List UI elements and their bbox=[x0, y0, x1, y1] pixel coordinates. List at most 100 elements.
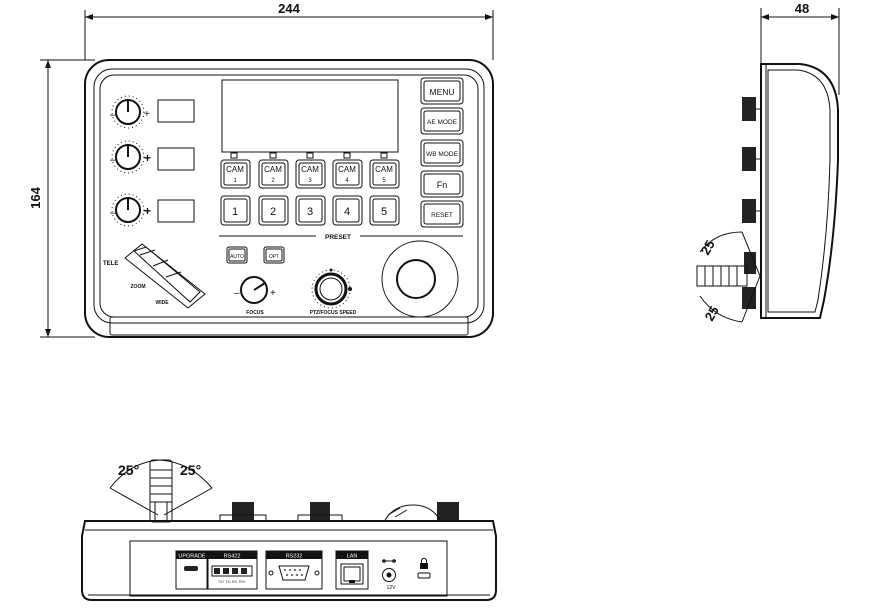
rs232-port: RS232 bbox=[265, 550, 323, 590]
lcd-screen bbox=[221, 79, 399, 153]
preset-button-5[interactable]: 5 bbox=[369, 195, 400, 226]
svg-text:2: 2 bbox=[270, 206, 276, 218]
cam-button-4[interactable]: CAM 4 bbox=[332, 152, 363, 189]
svg-text:CAM: CAM bbox=[338, 165, 356, 174]
svg-text:+: + bbox=[144, 204, 151, 218]
cam-button-3[interactable]: CAM 3 bbox=[295, 152, 326, 189]
svg-text:LAN: LAN bbox=[347, 554, 358, 560]
ptz-speed-knob[interactable]: PTZ/FOCUS SPEED bbox=[310, 268, 357, 317]
wb-mode-button[interactable]: WB MODE bbox=[420, 139, 464, 167]
svg-text:AUTO: AUTO bbox=[230, 254, 244, 260]
fn-button[interactable]: Fn bbox=[420, 170, 464, 198]
side-zoom-lever bbox=[696, 265, 748, 287]
auto-button[interactable]: AUTO bbox=[226, 246, 248, 264]
knob-3-label-box bbox=[157, 199, 195, 223]
svg-text:12V: 12V bbox=[387, 585, 397, 591]
opt-button[interactable]: OPT bbox=[263, 246, 285, 264]
svg-text:UPGRADE: UPGRADE bbox=[178, 554, 206, 560]
svg-text:WB MODE: WB MODE bbox=[426, 151, 458, 158]
svg-text:1: 1 bbox=[232, 206, 238, 218]
height-label: 164 bbox=[28, 186, 43, 208]
side-knob-1 bbox=[742, 97, 761, 121]
side-knob-5 bbox=[742, 287, 756, 309]
svg-text:CAM: CAM bbox=[264, 165, 282, 174]
svg-text:–: – bbox=[110, 109, 117, 121]
preset-button-1[interactable]: 1 bbox=[220, 195, 251, 226]
lock-icon bbox=[417, 557, 431, 579]
svg-text:TX+ TX- RX- RX+: TX+ TX- RX- RX+ bbox=[218, 580, 246, 584]
svg-text:5: 5 bbox=[381, 206, 387, 218]
menu-button[interactable]: MENU bbox=[420, 77, 464, 105]
rs422-port: RS422 TX+ TX- RX- RX+ bbox=[206, 550, 258, 590]
rear-view: 25° 25° bbox=[81, 459, 497, 601]
focus-knob[interactable]: – + FOCUS bbox=[234, 276, 276, 316]
svg-text:AE MODE: AE MODE bbox=[427, 119, 458, 126]
height-dimension: 164 bbox=[28, 59, 95, 338]
cam-button-2[interactable]: CAM 2 bbox=[258, 152, 289, 189]
preset-button-2[interactable]: 2 bbox=[258, 195, 289, 226]
svg-text:4: 4 bbox=[344, 206, 350, 218]
svg-text:2: 2 bbox=[271, 178, 275, 184]
rear-knob-2 bbox=[297, 502, 343, 522]
side-angle-indicators: 25 25 bbox=[698, 231, 761, 324]
svg-text:Fn: Fn bbox=[437, 180, 448, 190]
side-angle-top: 25 bbox=[698, 237, 718, 257]
rear-angle-left: 25° bbox=[118, 462, 139, 478]
svg-text:RESET: RESET bbox=[431, 212, 453, 219]
side-knob-2 bbox=[742, 147, 761, 171]
svg-text:–: – bbox=[110, 154, 117, 166]
knob-3[interactable]: – + bbox=[110, 193, 195, 227]
preset-button-3[interactable]: 3 bbox=[295, 195, 326, 226]
svg-text:+: + bbox=[144, 151, 151, 165]
ae-mode-button[interactable]: AE MODE bbox=[420, 107, 464, 135]
svg-text:ZOOM: ZOOM bbox=[131, 284, 146, 290]
upgrade-port: UPGRADE bbox=[175, 550, 209, 590]
svg-text:+: + bbox=[270, 288, 276, 299]
joystick[interactable] bbox=[381, 240, 459, 318]
svg-text:TELE: TELE bbox=[103, 261, 118, 267]
cam-button-1[interactable]: CAM 1 bbox=[220, 152, 251, 189]
rear-angle-right: 25° bbox=[180, 462, 201, 478]
width-dimension: 244 bbox=[84, 1, 494, 60]
svg-text:5: 5 bbox=[382, 178, 386, 184]
svg-text:1: 1 bbox=[233, 178, 237, 184]
svg-text:RS232: RS232 bbox=[286, 554, 303, 560]
knob-2[interactable]: – + bbox=[110, 140, 195, 174]
svg-text:RS422: RS422 bbox=[224, 554, 241, 560]
svg-text:WIDE: WIDE bbox=[155, 300, 169, 306]
knob-1[interactable]: – + bbox=[110, 95, 195, 129]
svg-text:CAM: CAM bbox=[375, 165, 393, 174]
cam-button-5[interactable]: CAM 5 bbox=[369, 152, 400, 189]
svg-text:–: – bbox=[110, 207, 117, 219]
knob-2-label-box bbox=[157, 147, 195, 171]
rear-angle-indicators: 25° 25° bbox=[109, 459, 213, 516]
svg-text:MENU: MENU bbox=[429, 87, 454, 97]
zoom-rocker[interactable]: TELE ZOOM WIDE bbox=[103, 243, 206, 309]
svg-text:–: – bbox=[234, 288, 240, 299]
lan-port: LAN bbox=[335, 550, 369, 590]
svg-text:PRESET: PRESET bbox=[325, 234, 351, 241]
svg-text:OPT: OPT bbox=[269, 254, 279, 260]
front-panel: – + – + – + MENU bbox=[84, 59, 494, 338]
depth-label: 48 bbox=[795, 1, 809, 16]
side-view: 48 bbox=[696, 1, 840, 324]
side-angle-bottom: 25 bbox=[702, 303, 722, 323]
rear-knob-1 bbox=[219, 502, 267, 522]
depth-dimension: 48 bbox=[760, 1, 840, 95]
knob-1-label-box bbox=[157, 99, 195, 123]
side-knob-3 bbox=[742, 199, 761, 223]
svg-text:CAM: CAM bbox=[301, 165, 319, 174]
svg-text:3: 3 bbox=[308, 178, 312, 184]
svg-text:4: 4 bbox=[345, 178, 349, 184]
svg-text:3: 3 bbox=[307, 206, 313, 218]
width-label: 244 bbox=[278, 1, 300, 16]
svg-text:+: + bbox=[144, 109, 150, 120]
reset-button[interactable]: RESET bbox=[420, 200, 464, 228]
rear-knob-3 bbox=[437, 502, 459, 520]
power-jack: 12V bbox=[382, 559, 397, 591]
preset-divider: PRESET bbox=[219, 234, 463, 241]
preset-button-4[interactable]: 4 bbox=[332, 195, 363, 226]
svg-text:FOCUS: FOCUS bbox=[246, 310, 264, 316]
svg-text:CAM: CAM bbox=[226, 165, 244, 174]
